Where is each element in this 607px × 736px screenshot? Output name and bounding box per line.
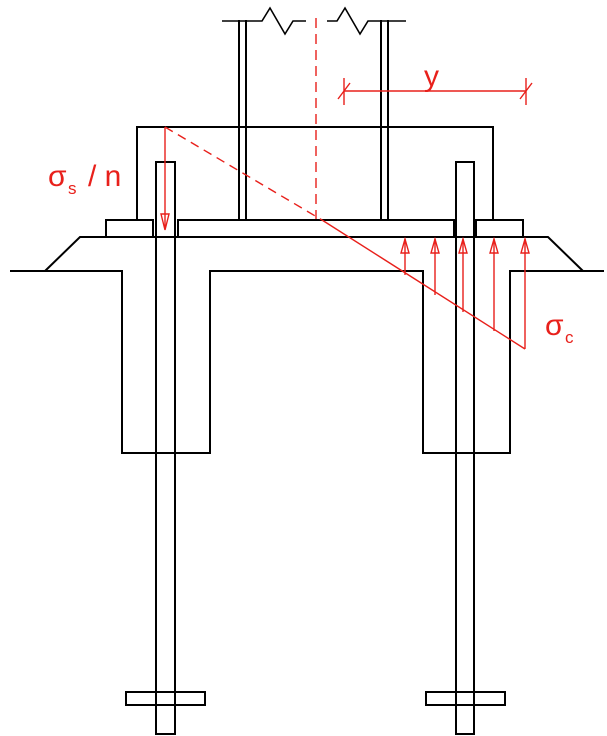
break-line-left — [222, 6, 306, 36]
concrete-stress-subscript: c — [565, 328, 574, 347]
footing-outline — [10, 236, 604, 454]
compression-arrowhead — [458, 236, 468, 254]
anchor-bolt-right — [455, 161, 475, 735]
washer-plate-right — [475, 219, 524, 238]
compression-arrowhead — [489, 236, 499, 254]
compression-arrowhead — [400, 236, 410, 254]
washer-plate-left — [105, 219, 154, 238]
anchor-plate-right — [425, 691, 506, 706]
base-plate — [177, 219, 455, 238]
anchor-plate-left — [125, 691, 206, 706]
dimension-tick-left — [337, 82, 351, 100]
dimension-tick-right — [519, 82, 533, 100]
steel-tension-arrowhead — [160, 213, 170, 231]
stress-line-solid — [321, 219, 526, 350]
break-line-right — [327, 6, 406, 36]
stress-line-dashed — [164, 126, 323, 221]
column — [222, 6, 406, 220]
lever-arm-label: y — [424, 60, 439, 93]
lever-arm-dimension — [337, 78, 533, 105]
steel-stress-subscript: s — [68, 179, 77, 198]
compression-arrowhead — [520, 236, 530, 254]
compression-arrows — [400, 236, 530, 349]
steel-stress-divisor: / n — [88, 160, 121, 193]
steel-stress-symbol: σ — [48, 160, 67, 193]
anchor-bolt-left — [155, 161, 176, 735]
compression-arrowhead — [430, 236, 440, 254]
concrete-stress-symbol: σ — [545, 309, 564, 342]
grout-outline — [136, 126, 494, 220]
